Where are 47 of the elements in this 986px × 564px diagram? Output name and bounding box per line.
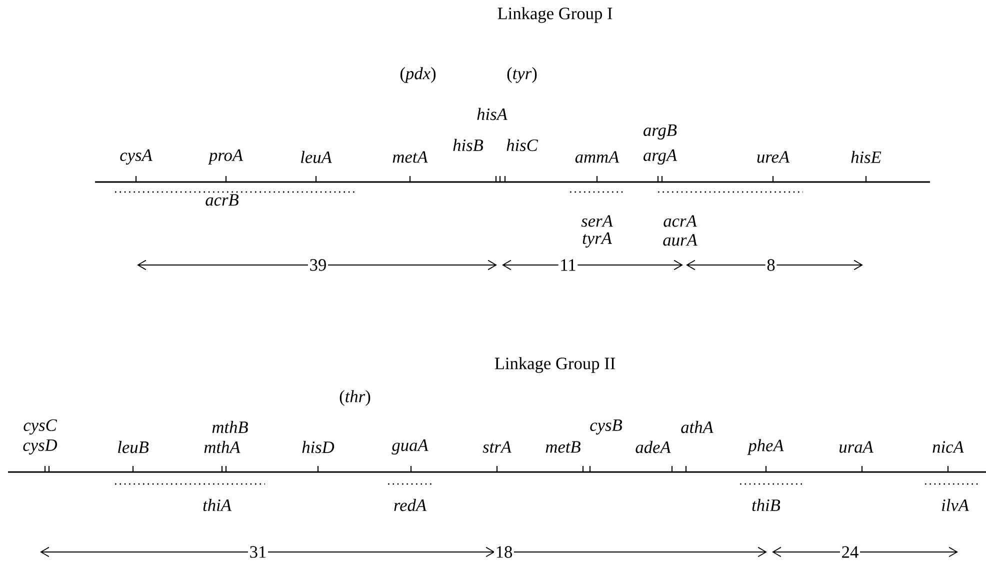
gene-label: (thr) bbox=[340, 390, 370, 406]
gene-label: hisE bbox=[851, 150, 882, 164]
gene-label: (pdx) bbox=[400, 67, 436, 83]
gene-label: serA bbox=[581, 215, 613, 227]
gene-label: acrA bbox=[664, 215, 697, 227]
gene-label: hisA bbox=[477, 108, 508, 120]
gene-label: athA bbox=[681, 420, 714, 434]
gene-label: guaA bbox=[392, 439, 428, 455]
gene-label: tyrA bbox=[582, 232, 612, 248]
gene-label: metA bbox=[392, 151, 428, 163]
distance-number: 24 bbox=[840, 544, 860, 560]
distance-number: 31 bbox=[248, 544, 268, 560]
gene-label: thiB bbox=[752, 498, 780, 512]
gene-label: metB bbox=[546, 441, 580, 453]
gene-label: acrB bbox=[206, 194, 238, 206]
distance-number: 11 bbox=[558, 258, 578, 272]
gene-label: thiA bbox=[203, 498, 232, 512]
gene-label: cysA bbox=[120, 149, 152, 165]
group-heading: Linkage Group I bbox=[498, 7, 612, 23]
group-heading: Linkage Group II bbox=[494, 357, 616, 373]
gene-label: nicA bbox=[932, 441, 964, 453]
gene-label: aurA bbox=[663, 234, 698, 246]
gene-label: pheA bbox=[747, 439, 784, 455]
gene-label: proA bbox=[208, 149, 244, 165]
gene-label: mthA bbox=[204, 440, 240, 454]
gene-label: cysB bbox=[590, 419, 622, 435]
gene-label: redA bbox=[394, 498, 427, 512]
gene-label: strA bbox=[482, 441, 512, 453]
gene-label: leuA bbox=[301, 150, 332, 164]
distance-number: 18 bbox=[494, 544, 514, 560]
gene-label: mthB bbox=[212, 420, 248, 434]
gene-label: hisC bbox=[506, 138, 538, 152]
gene-label: hisB bbox=[453, 138, 484, 152]
gene-label: argA bbox=[644, 149, 678, 165]
gene-label: argB bbox=[644, 124, 677, 140]
gene-label: ureA bbox=[757, 151, 790, 163]
distance-number: 8 bbox=[765, 258, 777, 272]
gene-label: leuB bbox=[118, 440, 149, 454]
gene-label: ammA bbox=[575, 151, 620, 163]
gene-label: adeA bbox=[636, 440, 671, 454]
gene-label: (tyr) bbox=[507, 67, 537, 83]
gene-label: cysC bbox=[24, 419, 58, 435]
distance-number: 39 bbox=[308, 258, 328, 272]
gene-label: uraA bbox=[840, 441, 874, 453]
gene-label: ilvA bbox=[942, 498, 970, 512]
gene-label: cysD bbox=[23, 439, 58, 455]
gene-label: hisD bbox=[302, 440, 334, 454]
